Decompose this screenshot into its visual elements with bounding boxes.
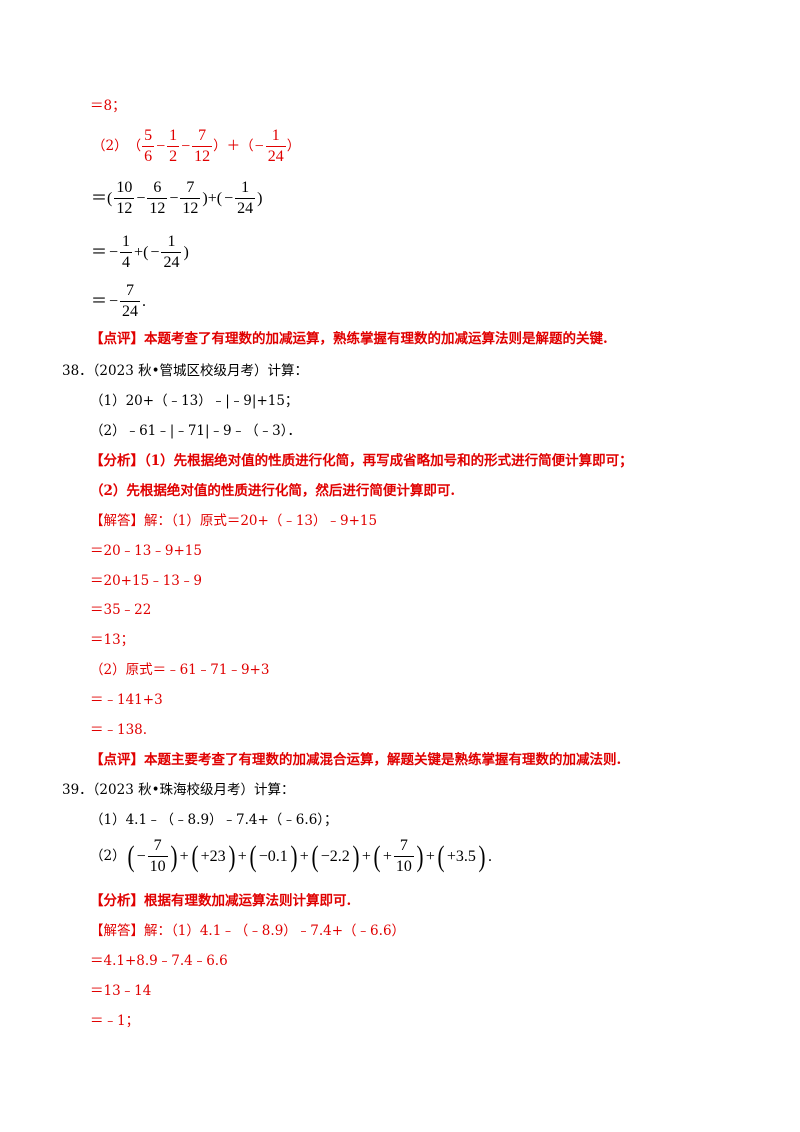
q38-answer-5: ＝13； — [90, 632, 135, 648]
part2-open: （ — [127, 137, 142, 154]
part2-label: （2） — [92, 137, 128, 154]
q39-header: 39．（2023 秋•珠海校级月考）计算： — [62, 782, 295, 798]
q39-answer-1: 【解答】解：（1）4.1﹣（﹣8.9）﹣7.4+（﹣6.6） — [90, 923, 406, 939]
q38-part1: （1）20+（﹣13）﹣|﹣9|+15； — [90, 393, 299, 409]
q39-answer-3: ＝13﹣14 — [90, 983, 152, 999]
q38-comment: 【点评】本题主要考查了有理数的加减混合运算，解题关键是熟练掌握有理数的加减法则. — [90, 752, 622, 768]
q38-answer-6: （2）原式＝﹣61﹣71﹣9+3 — [90, 662, 270, 678]
q39-analysis: 【分析】根据有理数加减运算法则计算即可. — [90, 893, 352, 909]
q38-answer-8: ＝﹣138. — [90, 722, 148, 738]
q38-answer-4: ＝35﹣22 — [90, 602, 152, 618]
q38-analysis-2: （2）先根据绝对值的性质进行化简，然后进行简便计算即可. — [90, 483, 456, 499]
q38-answer-2: ＝20﹣13﹣9+15 — [90, 543, 202, 559]
q39-part2-label: （2） — [90, 847, 126, 864]
q39-part1: （1）4.1﹣（﹣8.9）﹣7.4+（﹣6.6）； — [90, 812, 338, 828]
q38-answer-3: ＝20+15﹣13﹣9 — [90, 573, 202, 589]
q38-part2: （2）﹣61﹣|﹣71|﹣9﹣（﹣3）． — [90, 423, 301, 439]
step-equals-8: ＝8； — [90, 98, 126, 114]
comment-prev: 【点评】本题考查了有理数的加减运算，熟练掌握有理数的加减运算法则是解题的关键. — [90, 331, 608, 347]
q39-answer-2: ＝4.1+8.9﹣7.4﹣6.6 — [90, 953, 228, 969]
q38-answer-7: ＝﹣141+3 — [90, 692, 163, 708]
part2-mid: ）＋（ — [213, 137, 254, 154]
q38-answer-1: 【解答】解：（1）原式＝20+（﹣13）﹣9+15 — [90, 513, 378, 529]
q38-analysis-1: 【分析】（1）先根据绝对值的性质进行化简，再写成省略加号和的形式进行简便计算即可… — [90, 453, 633, 469]
part2-close: ） — [286, 137, 301, 154]
q39-answer-4: ＝﹣1； — [90, 1013, 140, 1029]
q38-header: 38．（2023 秋•管城区校级月考）计算： — [62, 363, 309, 379]
